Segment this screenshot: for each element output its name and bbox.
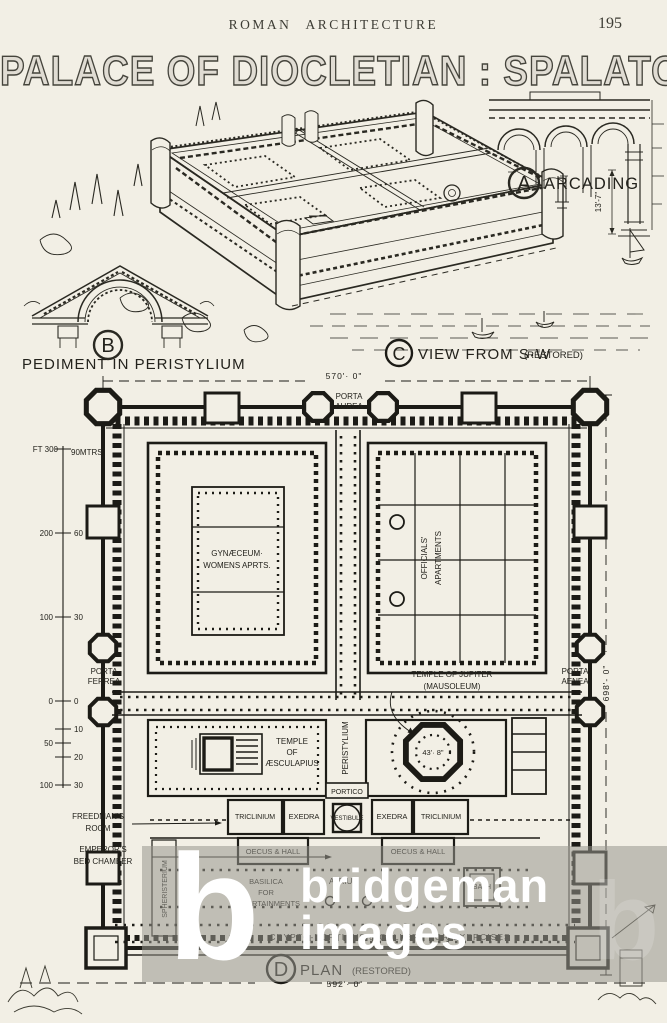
figure-c-label: VIEW FROM S·W <box>418 346 551 363</box>
gynaeceum-label-2: WOMENS APRTS. <box>203 561 270 570</box>
page-header: ROMAN ARCHITECTURE <box>228 17 439 32</box>
figure-a-dimension: 13'-7" <box>594 192 603 213</box>
peristylium-label: PERISTYLIUM <box>341 721 350 775</box>
officials-label: OFFICIALS' <box>420 536 429 579</box>
watermark-logo: b <box>168 823 260 991</box>
porta-ferrea-label: PORTA <box>91 667 118 676</box>
dim-top: 570'· 0" <box>326 371 363 381</box>
scale-ft-200: 200 <box>40 529 54 538</box>
emperor-label-2: BED CHAMBER <box>74 857 133 866</box>
scale-m-90: 90MTRS <box>71 448 103 457</box>
portico-label: PORTICO <box>331 789 363 796</box>
officials-block <box>366 441 548 675</box>
watermark-text: bridgeman images <box>300 862 549 956</box>
figure-a-label: ARCADING <box>544 175 639 193</box>
page-number: 195 <box>598 15 622 32</box>
scale-ft-0: 0 <box>49 697 54 706</box>
porta-aenea-label-2: AENEA <box>561 677 589 686</box>
scale-m-30b: 30 <box>74 781 83 790</box>
watermark-line1: bridgeman <box>300 859 550 912</box>
dim-bottom: 592'· 0" <box>327 979 364 989</box>
pediment-detail-drawing <box>23 265 215 361</box>
scale-bar <box>55 446 71 788</box>
mausoleum-court <box>364 691 547 798</box>
temple-jupiter-label: TEMPLE OF JUPITER <box>412 670 493 679</box>
plate-title: PALACE OF DIOCLETIAN : SPALATO <box>0 47 667 94</box>
freedman-label: FREEDMAN'S <box>72 812 124 821</box>
scale-ft-100b: 100 <box>40 781 54 790</box>
scale-ft-300: FT 300 <box>33 445 59 454</box>
dim-mausoleum: 43'· 8" <box>422 748 444 757</box>
exedra-right-label: EXEDRA <box>377 812 408 821</box>
figure-a-letter: A <box>517 173 531 195</box>
officials-label-2: APARTMENTS <box>434 531 443 585</box>
triclinium-right-label: TRICLINIUM <box>421 814 461 821</box>
freedman-label-2: ROOM <box>86 824 111 833</box>
scale-m-0: 0 <box>74 697 79 706</box>
scale-m-60: 60 <box>74 529 83 538</box>
figure-b-label: PEDIMENT IN PERISTYLIUM <box>22 356 246 373</box>
scale-m-10: 10 <box>74 725 83 734</box>
watermark-ghost-logo: b <box>592 860 660 983</box>
dim-right: 698'- 0" <box>601 665 611 702</box>
watermark-band <box>142 846 667 982</box>
state-rooms-row <box>150 798 570 836</box>
scale-m-20: 20 <box>74 753 83 762</box>
aesculapius-court <box>146 718 328 798</box>
temple-aesculapius-label: TEMPLE <box>276 737 308 746</box>
streets <box>112 430 582 716</box>
temple-jupiter-label-2: (MAUSOLEUM) <box>424 682 481 691</box>
figure-c-note: (RESTORED) <box>524 350 583 361</box>
figure-b-letter: B <box>101 335 114 357</box>
foliage-sketch <box>7 987 83 1015</box>
arcading-detail-drawing <box>489 91 664 237</box>
temple-aesculapius-label-2: OF <box>286 748 297 757</box>
gynaeceum-label: GYNÆCEUM· <box>211 549 263 558</box>
scale-m-30: 30 <box>74 613 83 622</box>
peristylium-group <box>325 782 369 834</box>
gynaeceum-block <box>146 441 328 675</box>
vestibule-label: VESTIBULE <box>330 816 363 822</box>
temple-aesculapius-label-3: ÆSCULAPIUS <box>265 759 318 768</box>
porta-aurea-label: PORTA <box>336 392 363 401</box>
triclinium-left-label: TRICLINIUM <box>235 814 275 821</box>
perspective-view-drawing <box>39 99 650 351</box>
scale-ft-100: 100 <box>40 613 54 622</box>
porta-aurea-label-2: AUREA <box>335 402 363 411</box>
porta-aenea-label: PORTA <box>562 667 589 676</box>
exedra-left-label: EXEDRA <box>289 812 320 821</box>
scale-ft-50: 50 <box>44 739 53 748</box>
emperor-label: EMPEROR'S <box>79 845 126 854</box>
watermark-line2: images <box>300 906 468 959</box>
porta-ferrea-label-2: FERREA <box>88 677 121 686</box>
figure-c-letter: C <box>393 344 406 364</box>
